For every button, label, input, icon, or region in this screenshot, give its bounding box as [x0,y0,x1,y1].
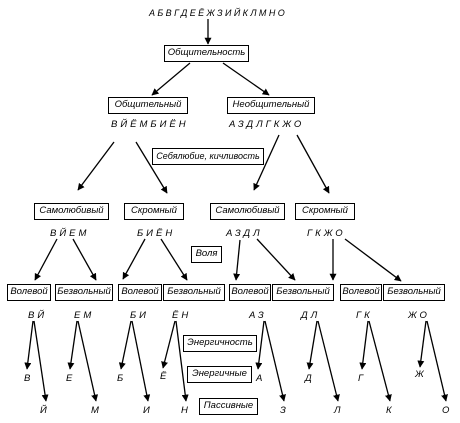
node-weak-3: Безвольный [272,284,334,301]
arrow-sociable-to-modest-1 [135,141,168,194]
arrow-sociability-to-unsociable [222,62,270,96]
arrow-modest-1-to-strong-2 [122,238,146,280]
arrow-pair-8-to-zh [417,320,427,368]
leaf-energetic-5: А [256,373,263,384]
leaf-passive-1: Й [40,405,47,416]
pair-label-1: ВЙ [28,310,48,321]
leaf-energetic-2: Е [66,373,73,384]
arrow-unsociable-to-modest-2 [296,134,330,194]
leaf-energetic-1: В [24,373,31,384]
node-selfish-1: Самолюбивый [34,203,109,220]
leaf-passive-4: Н [181,405,188,416]
arrow-modest-1-to-weak-2 [160,238,188,281]
modest-2-letters: ГКЖО [307,228,346,239]
node-strong-2: Волевой [118,284,162,301]
selfish-1-letters: ВЙЕМ [50,228,90,239]
arrow-pair-4-to-yo [161,320,176,369]
leaf-passive-7: К [386,405,392,416]
arrow-selfish-1-to-weak-1 [72,238,97,281]
unsociable-letters: АЗДЛГКЖО [229,119,305,130]
modest-1-letters: БИЁН [137,228,176,239]
arrow-selfish-2-to-weak-3 [256,238,296,281]
leaf-energetic-4: Ё [160,371,167,382]
arrow-pair-8-to-o [426,320,448,402]
node-strong-4: Волевой [340,284,382,301]
node-weak-1: Безвольный [55,284,113,301]
pair-label-5: АЗ [249,310,267,321]
arrow-pair-1-to-v [24,320,34,370]
leaf-passive-5: З [280,405,286,416]
sociable-letters: ВЙЁМБИЁН [111,119,189,130]
arrow-modest-2-to-weak-4 [344,238,402,282]
arrow-pair-2-to-m [77,320,99,402]
node-strong-1: Волевой [7,284,51,301]
leaf-energetic-7: Г [358,373,364,384]
leaf-passive-3: И [143,405,150,416]
leaf-energetic-3: Б [117,373,124,384]
arrow-pair-7-to-k [368,320,392,402]
node-strong-3: Волевой [229,284,271,301]
leaf-energetic-6: Д [305,373,312,384]
node-weak-4: Безвольный [383,284,445,301]
node-sociability: Общительность [164,45,249,62]
pair-label-6: ДЛ [301,310,321,321]
arrow-pair-5-to-z [264,320,286,402]
node-modest-2: Скромный [295,203,355,220]
leaf-energetic-8: Ж [415,369,424,380]
arrow-unsociable-to-selfish-2 [253,134,280,191]
all-letters: АБВГДЕЁЖЗИЙКЛМНО [149,8,288,18]
arrow-pair-1-to-y [33,320,49,402]
arrow-selfish-1-to-strong-1 [34,238,58,281]
arrow-pair-7-to-g [359,320,369,370]
node-unsociable: Необщительный [227,97,315,114]
arrow-pair-3-to-b [118,320,132,370]
node-weak-2: Безвольный [163,284,225,301]
pair-label-3: БИ [130,310,149,321]
arrow-pair-3-to-i [131,320,151,402]
arrow-selfish-2-to-strong-3 [233,239,241,281]
criterion-energy: Энергичность [183,335,257,352]
leaf-passive-2: М [91,405,99,416]
label-energetic: Энергичные [187,366,252,383]
arrow-pair-6-to-d [306,320,318,370]
leaf-passive-6: Л [334,405,341,416]
arrow-sociability-to-sociable [151,62,191,96]
arrow-pair-6-to-l [317,320,340,402]
node-modest-1: Скромный [124,203,184,220]
node-sociable: Общительный [108,97,188,114]
criterion-selfishness: Себялюбие, кичливость [152,148,264,165]
label-passive: Пассивные [199,398,258,415]
pair-label-8: ЖО [408,310,430,321]
criterion-will: Воля [191,246,222,263]
arrow-pair-4-to-n [175,320,189,402]
arrow-pair-5-to-a [255,320,265,370]
pair-label-2: ЕМ [74,310,95,321]
node-selfish-2: Самолюбивый [210,203,285,220]
pair-label-7: ГК [356,310,373,321]
arrow-pair-2-to-e [67,320,78,370]
selfish-2-letters: АЗДЛ [226,228,263,239]
leaf-passive-8: О [442,405,450,416]
pair-label-4: ЁН [172,310,192,321]
arrow-sociable-to-selfish-1 [77,141,115,191]
